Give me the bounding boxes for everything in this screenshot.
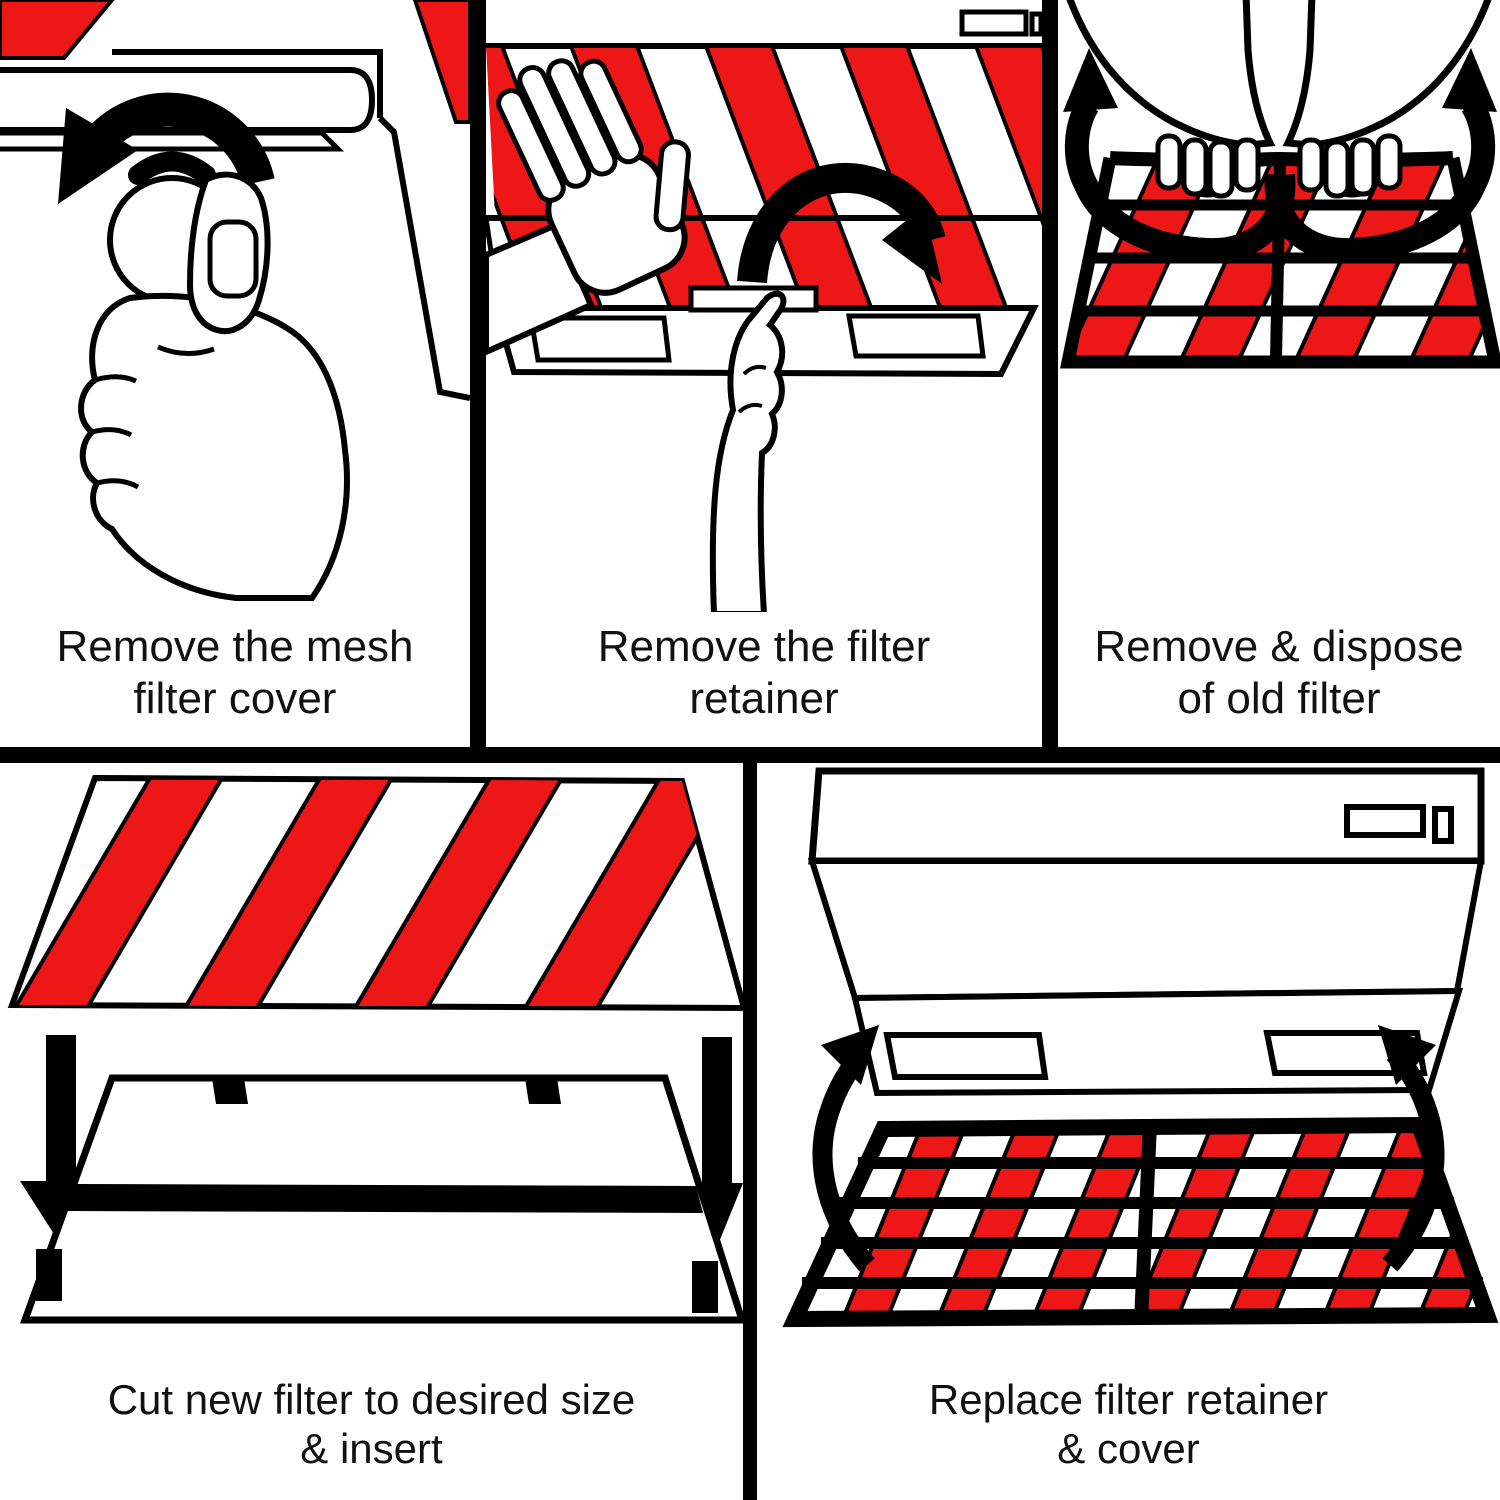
panel-step-3: Remove & dispose of old filter — [1058, 0, 1500, 747]
control-switch-icon — [1344, 804, 1426, 838]
tray-tab — [692, 1261, 718, 1313]
retainer-tab — [688, 285, 819, 313]
panel-step-4: Cut new filter to desired size & insert — [0, 763, 743, 1500]
panel-step-2: Remove the filter retainer — [486, 0, 1042, 747]
lamp-lens — [846, 313, 986, 359]
caption-line: of old filter — [1177, 674, 1381, 724]
flex-arrow-icon — [1063, 48, 1296, 263]
control-switch-icon — [959, 9, 1029, 37]
step-3-caption: Remove & dispose of old filter — [1058, 621, 1500, 725]
left-hand-fingers — [1155, 133, 1261, 199]
caption-line: Replace filter retainer — [928, 1375, 1329, 1423]
filter-stripe — [0, 0, 115, 60]
rotation-arrow-icon — [737, 162, 946, 284]
panel-step-1: Remove the mesh filter cover — [0, 0, 470, 747]
panel-step-5: Replace filter retainer & cover — [757, 763, 1500, 1500]
caption-line: Remove the mesh — [56, 622, 414, 672]
swing-arrow-icon — [1378, 1025, 1445, 1272]
tray-tab — [212, 1078, 248, 1104]
new-filter-sheet — [7, 774, 743, 1011]
step-2-caption: Remove the filter retainer — [486, 621, 1042, 725]
knob-stem — [128, 151, 216, 185]
right-arm — [1282, 0, 1492, 149]
pulling-hand-icon — [709, 290, 787, 612]
pressing-hand-icon — [486, 58, 691, 356]
rotation-arrow-icon — [58, 92, 275, 204]
filter-stripe — [412, 0, 470, 124]
step-3-illustration — [1060, 0, 1500, 369]
flex-arrow-icon — [1264, 48, 1497, 263]
caption-line: filter cover — [133, 674, 337, 724]
step-4-illustration — [7, 774, 743, 1324]
tray-center-bar — [66, 1184, 703, 1213]
step-1-illustration — [0, 0, 470, 601]
filter-tray — [20, 1074, 743, 1324]
lamp-lens — [883, 1032, 1049, 1080]
hand-icon — [78, 171, 350, 601]
swing-arrow-icon — [812, 1025, 879, 1272]
hood-top-band — [486, 0, 1042, 49]
step-4-caption: Cut new filter to desired size & insert — [0, 1375, 743, 1474]
step-2-illustration — [486, 0, 1042, 612]
right-hand-fingers — [1297, 133, 1403, 199]
step-5-illustration — [782, 767, 1499, 1328]
range-hood — [807, 767, 1485, 1097]
panel-divider-vertical — [470, 0, 486, 763]
control-switch-icon — [1029, 11, 1042, 37]
caption-line: retainer — [689, 674, 839, 724]
caption-line: & cover — [1057, 1425, 1200, 1473]
caption-line: & insert — [300, 1425, 443, 1473]
panel-divider-vertical — [743, 747, 757, 1500]
left-arm — [1066, 0, 1276, 149]
filter-grid-retainer — [782, 1116, 1499, 1328]
caption-line: Remove the filter — [597, 622, 931, 672]
thumbnail — [207, 219, 259, 299]
step-5-caption: Replace filter retainer & cover — [757, 1375, 1500, 1474]
control-switch-icon — [1432, 806, 1454, 844]
tray-tab — [36, 1249, 62, 1301]
caption-line: Remove & dispose — [1094, 622, 1464, 672]
panel-divider-vertical — [1042, 0, 1058, 763]
tray-tab — [525, 1078, 561, 1104]
step-1-caption: Remove the mesh filter cover — [0, 621, 470, 725]
caption-line: Cut new filter to desired size — [107, 1375, 636, 1423]
lamp-lens — [528, 315, 672, 363]
